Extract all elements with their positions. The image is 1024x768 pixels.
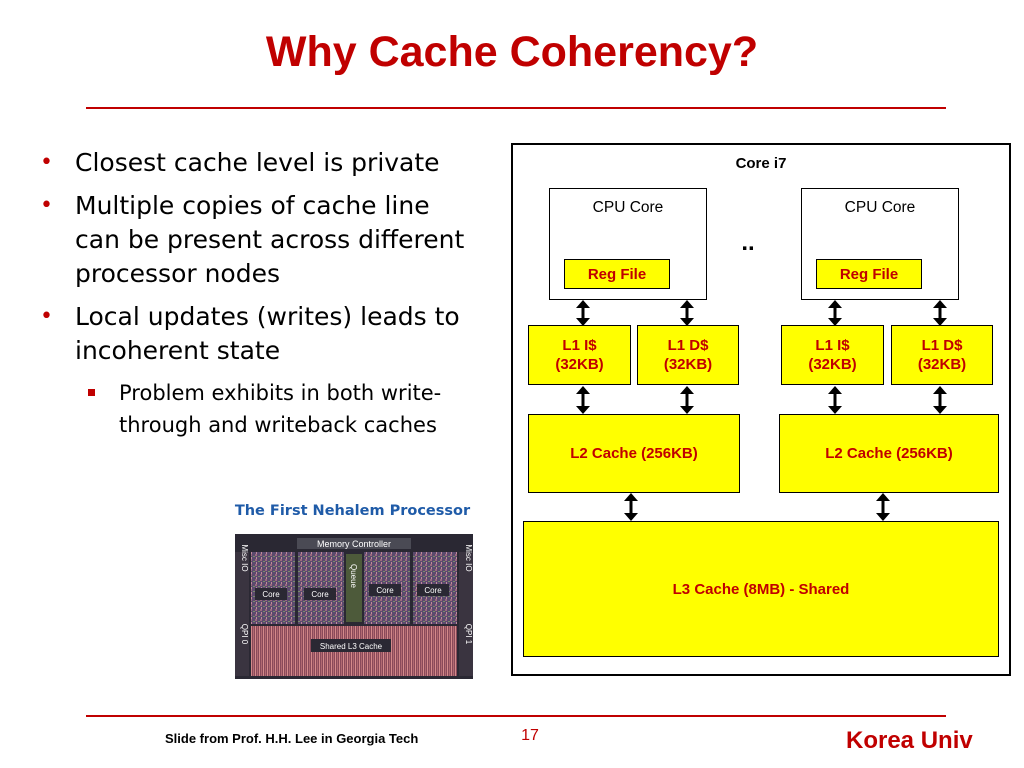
misc-io-label: Misc IO: [240, 544, 249, 571]
core-label: Core: [376, 586, 394, 595]
qpi-0-label: QPI 0: [240, 624, 249, 645]
nehalem-die-figure: The First Nehalem Processor Memory Contr…: [230, 497, 475, 684]
l1-size-label: (32KB): [808, 356, 857, 373]
core-label: Core: [311, 590, 329, 599]
queue-label: Queue: [349, 564, 358, 589]
l1-icache-label: L1 I$: [562, 337, 597, 354]
bidirectional-arrow-icon: [933, 386, 947, 414]
cpu-core-label: CPU Core: [844, 199, 916, 216]
bidirectional-arrow-icon: [828, 300, 842, 326]
l1-icache-box: L1 I$ (32KB): [781, 325, 884, 385]
core-label: Core: [424, 586, 442, 595]
reg-file-box: Reg File: [564, 259, 670, 289]
core-label: Core: [262, 590, 280, 599]
brand-name: Korea Univ: [846, 727, 973, 754]
sub-bullet-item: Problem exhibits in both write-through a…: [83, 377, 478, 441]
reg-file-box: Reg File: [816, 259, 922, 289]
die-photo-graphic: Memory Controller Core Core Core Core Qu…: [235, 534, 473, 679]
bullet-item: Multiple copies of cache line can be pre…: [38, 189, 478, 291]
slide-title: Why Cache Coherency?: [265, 28, 759, 76]
bidirectional-arrow-icon: [828, 386, 842, 414]
bidirectional-arrow-icon: [576, 300, 590, 326]
bidirectional-arrow-icon: [680, 300, 694, 326]
bidirectional-arrow-icon: [933, 300, 947, 326]
title-divider: [86, 107, 946, 109]
l1-size-label: (32KB): [555, 356, 604, 373]
footer-credit: Slide from Prof. H.H. Lee in Georgia Tec…: [165, 731, 419, 746]
memory-controller-label: Memory Controller: [317, 539, 391, 549]
bullet-item: Local updates (writes) leads to incohere…: [38, 300, 478, 368]
bullet-item: Closest cache level is private: [38, 146, 478, 180]
cpu-core-box: CPU Core: [549, 188, 707, 300]
bidirectional-arrow-icon: [624, 493, 638, 521]
footer-divider: [86, 715, 946, 717]
l1-dcache-label: L1 D$: [667, 337, 709, 354]
diagram-title: Core i7: [735, 155, 787, 172]
qpi-1-label: QPI 1: [464, 624, 473, 645]
diagram-arrows: [576, 300, 947, 521]
bidirectional-arrow-icon: [680, 386, 694, 414]
core-i7-diagram: Core i7 CPU Core Reg File .. CPU Core Re…: [511, 143, 1011, 676]
l1-dcache-label: L1 D$: [921, 337, 963, 354]
l1-size-label: (32KB): [917, 356, 967, 373]
bidirectional-arrow-icon: [576, 386, 590, 414]
l3-cache-box: L3 Cache (8MB) - Shared: [523, 521, 999, 657]
misc-io-label: Misc IO: [464, 544, 473, 571]
cpu-core-label: CPU Core: [592, 199, 664, 216]
die-photo: Memory Controller Core Core Core Core Qu…: [235, 534, 473, 679]
l1-size-label: (32KB): [663, 356, 713, 373]
l1-icache-label: L1 I$: [815, 337, 850, 354]
l1-dcache-box: L1 D$ (32KB): [891, 325, 993, 385]
page-number: 17: [521, 727, 539, 744]
ellipsis: ..: [741, 229, 755, 256]
l2-cache-box: L2 Cache (256KB): [528, 414, 740, 493]
bullet-list: Closest cache level is private Multiple …: [38, 146, 478, 441]
figure-title: The First Nehalem Processor: [234, 503, 471, 519]
l1-dcache-box: L1 D$ (32KB): [637, 325, 739, 385]
l1-icache-box: L1 I$ (32KB): [528, 325, 631, 385]
bidirectional-arrow-icon: [876, 493, 890, 521]
shared-l3-label: Shared L3 Cache: [320, 642, 383, 651]
l2-cache-box: L2 Cache (256KB): [779, 414, 999, 493]
